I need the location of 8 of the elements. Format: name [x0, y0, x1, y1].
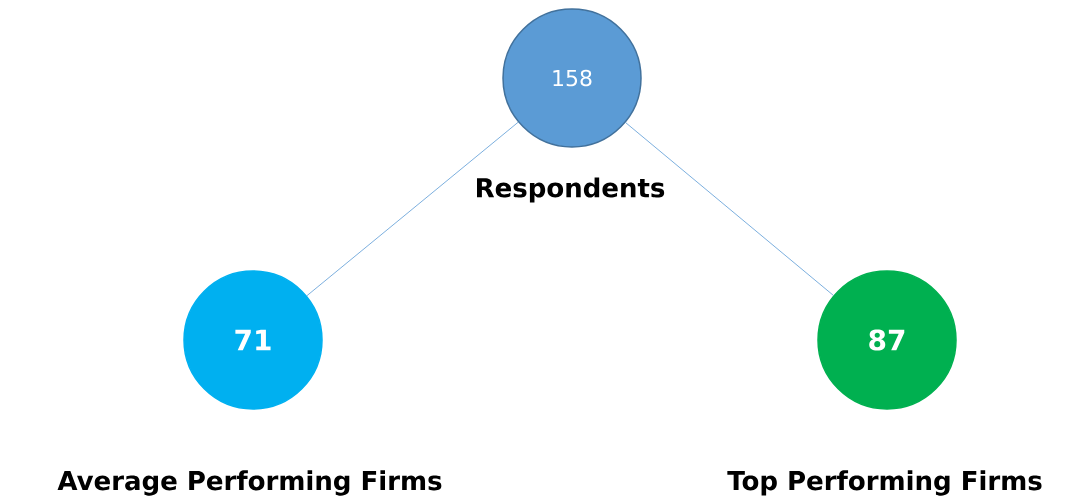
circle-node: 158 [502, 8, 642, 148]
connector-line [306, 121, 519, 297]
circle-node: 87 [817, 270, 957, 410]
circle-node: 71 [183, 270, 323, 410]
node-caption: Average Performing Firms [57, 470, 442, 496]
connector-line [625, 122, 834, 296]
node-caption: Respondents [477, 177, 665, 203]
node-caption: Top Performing Firms [727, 470, 1042, 496]
